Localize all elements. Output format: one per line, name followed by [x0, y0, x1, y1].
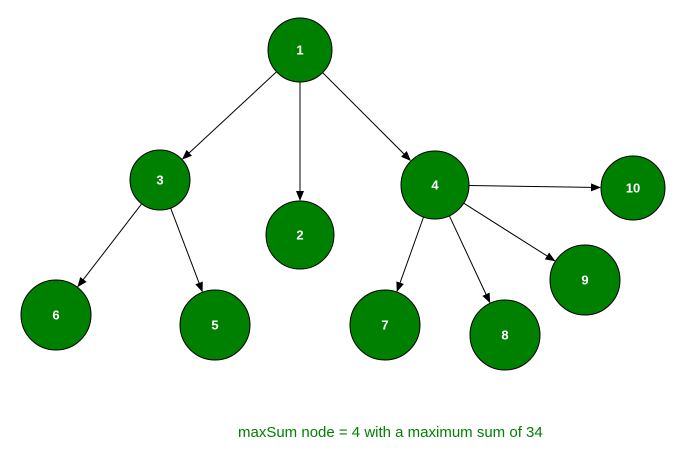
edge-1-to-4	[322, 72, 411, 161]
result-caption: maxSum node = 4 with a maximum sum of 34	[238, 424, 543, 441]
node-label: 6	[52, 308, 59, 323]
node-label: 4	[431, 178, 439, 193]
node-circle	[549, 244, 621, 316]
node-3: 3	[129, 149, 191, 211]
edge-4-to-9	[463, 202, 556, 262]
edge-4-to-10	[468, 183, 602, 192]
node-circle	[349, 289, 421, 361]
node-circle	[20, 279, 92, 351]
node-9: 9	[549, 244, 621, 316]
edges	[77, 71, 602, 304]
node-8: 8	[469, 299, 541, 371]
edge-3-to-6	[77, 203, 143, 288]
node-label: 2	[296, 228, 303, 243]
node-circle	[179, 289, 251, 361]
node-circle	[267, 17, 333, 83]
node-label: 10	[626, 181, 640, 196]
edge-4-to-8	[448, 215, 491, 304]
node-label: 3	[156, 173, 163, 188]
node-7: 7	[349, 289, 421, 361]
node-circle	[265, 200, 335, 270]
node-10: 10	[600, 155, 666, 221]
edge-4-to-7	[396, 216, 425, 293]
node-label: 1	[296, 43, 303, 58]
nodes: 1 3 2 4 10 6 5 7 8 9	[20, 17, 666, 371]
node-5: 5	[179, 289, 251, 361]
node-label: 8	[501, 328, 508, 343]
node-4: 4	[400, 150, 470, 220]
node-label: 5	[211, 318, 218, 333]
node-label: 9	[581, 273, 588, 288]
node-6: 6	[20, 279, 92, 351]
node-circle	[469, 299, 541, 371]
node-2: 2	[265, 200, 335, 270]
node-circle	[400, 150, 470, 220]
node-1: 1	[267, 17, 333, 83]
node-circle	[600, 155, 666, 221]
node-circle	[129, 149, 191, 211]
edge-3-to-5	[170, 207, 203, 293]
node-label: 7	[381, 318, 388, 333]
edge-1-to-3	[181, 71, 277, 160]
